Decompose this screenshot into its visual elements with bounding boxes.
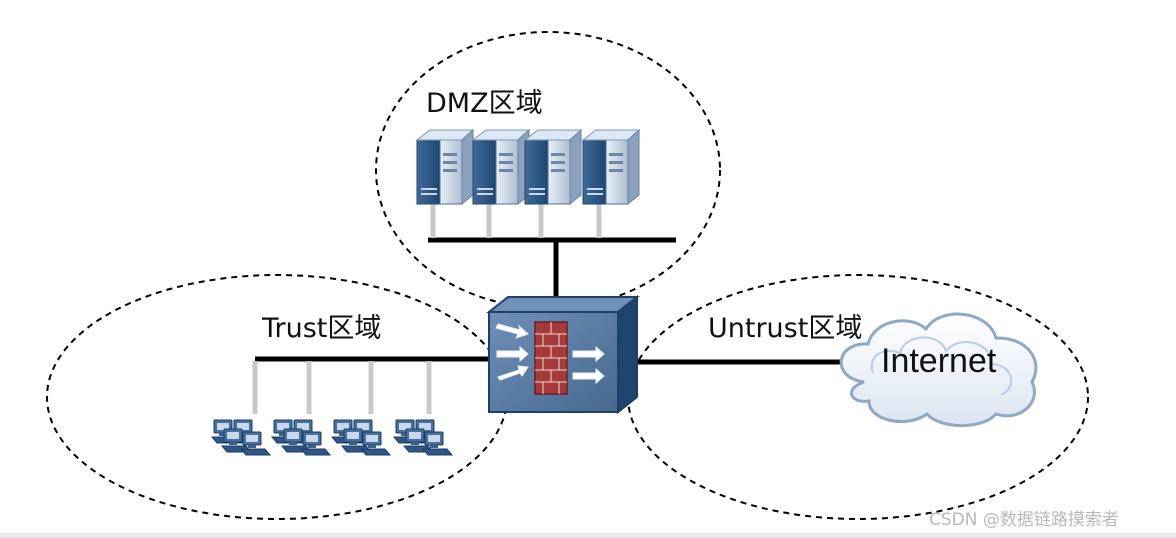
internet-label: Internet [881, 342, 997, 380]
server-icon [416, 129, 474, 205]
server-icon [472, 129, 530, 205]
trust-zone-boundary [46, 274, 508, 520]
server-icon [524, 129, 582, 205]
trust-zone-label: Trust区域 [261, 313, 381, 344]
trust-pcs [212, 420, 452, 455]
server-icon [582, 129, 640, 205]
pc-group-icon [394, 420, 452, 455]
firewall-icon [486, 294, 640, 415]
trust-pc-drops [252, 361, 432, 414]
pc-group-icon [212, 420, 270, 455]
bottom-strip [0, 533, 1176, 538]
untrust-zone-label: Untrust区域 [708, 313, 862, 344]
csdn-watermark: CSDN @数据链路摸索者 [929, 510, 1119, 530]
dmz-servers [416, 129, 640, 205]
internet-cloud-icon [839, 312, 1038, 428]
dmz-zone-label: DMZ区域 [426, 88, 543, 119]
pc-group-icon [272, 420, 330, 455]
pc-group-icon [332, 420, 390, 455]
